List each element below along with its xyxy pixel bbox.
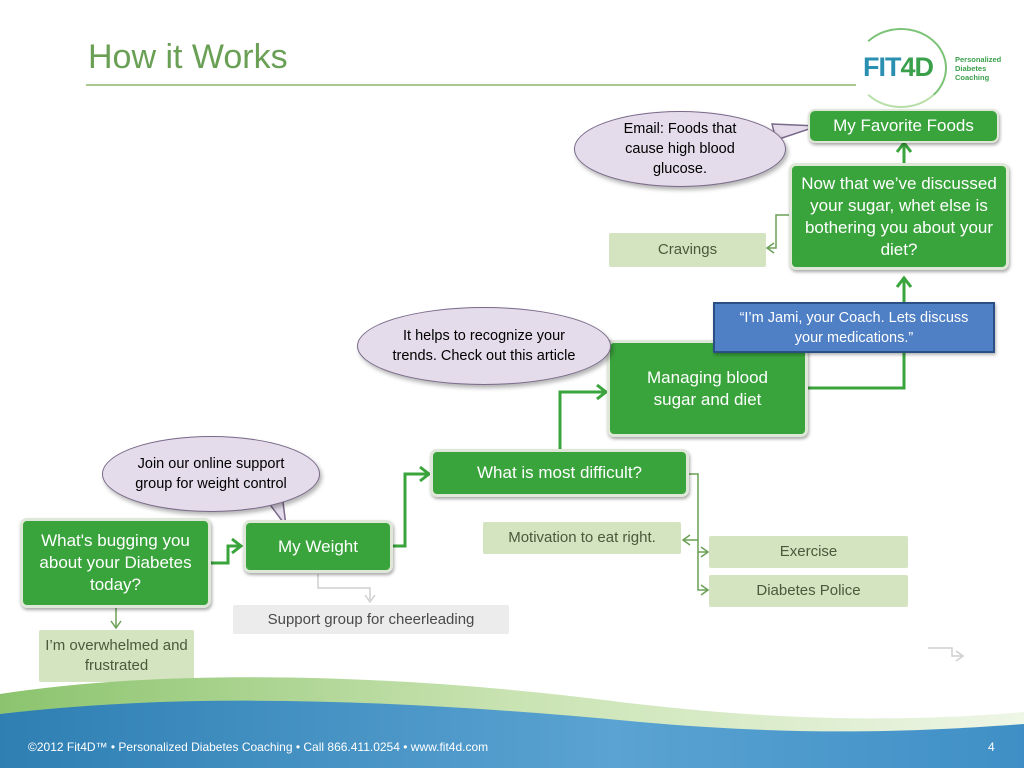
connector-difficult-to-motivation — [684, 473, 699, 541]
box-most-difficult: What is most difficult? — [430, 449, 689, 497]
option-exercise-label: Exercise — [779, 543, 838, 560]
box-my-weight-label: My Weight — [278, 536, 358, 556]
option-cravings: Cravings — [609, 233, 766, 267]
connector-bugging-to-weight — [209, 544, 240, 565]
box-whats-bugging-label: What's bugging you about your Diabetes t… — [39, 531, 192, 594]
logo-brand-main: FIT — [863, 52, 901, 82]
arrowhead-icon — [895, 275, 913, 288]
box-now-that-label: Now that we’ve discussed your sugar, whe… — [801, 173, 997, 259]
arrowhead-icon — [765, 242, 775, 254]
arrowhead-icon — [681, 534, 691, 546]
decorative-arrow-icon — [928, 647, 962, 657]
logo-brand-num: 4D — [900, 52, 935, 82]
arrowhead-icon — [110, 620, 122, 630]
box-managing: Managing blood sugar and diet — [607, 340, 808, 437]
page-number: 4 — [988, 740, 995, 754]
box-whats-bugging: What's bugging you about your Diabetes t… — [20, 518, 211, 608]
arrowhead-icon — [955, 650, 965, 662]
logo-tagline-line: Diabetes — [955, 64, 987, 73]
fit4d-logo: FIT4D Personalized Diabetes Coaching — [855, 28, 1005, 108]
bubble-join-group: Join our online support group for weight… — [102, 436, 320, 512]
logo-tagline: Personalized Diabetes Coaching — [955, 55, 1001, 82]
connector-weight-to-support — [317, 574, 371, 600]
title-underline — [86, 84, 856, 86]
box-managing-label: Managing blood sugar and diet — [647, 367, 768, 409]
arrowhead-icon — [231, 537, 244, 555]
arrowhead-icon — [364, 594, 376, 604]
coach-note: “I’m Jami, your Coach. Lets discuss your… — [713, 302, 995, 353]
connector-difficult-to-managing — [558, 390, 605, 450]
bubble-join-group-text: Join our online support group for weight… — [135, 456, 287, 492]
slide-title: How it Works — [88, 38, 288, 76]
arrowhead-icon — [700, 546, 710, 558]
box-now-that: Now that we’ve discussed your sugar, whe… — [789, 163, 1009, 270]
connector-difficult-to-police — [697, 552, 707, 591]
option-cravings-label: Cravings — [657, 241, 718, 258]
box-favorite-foods: My Favorite Foods — [808, 109, 999, 143]
option-overwhelmed: I’m overwhelmed and frustrated — [39, 630, 194, 682]
connector-now-to-cravings — [768, 214, 790, 249]
option-motivation-label: Motivation to eat right. — [508, 529, 656, 546]
arrowhead-icon — [700, 584, 710, 596]
bubble-email-text: Email: Foods that cause high blood gluco… — [623, 121, 737, 177]
logo-ring-icon — [855, 28, 947, 108]
option-motivation: Motivation to eat right. — [483, 522, 681, 554]
arrowhead-icon — [596, 383, 609, 401]
bubble-trends-text: It helps to recognize your trends. Check… — [392, 328, 576, 364]
option-exercise: Exercise — [709, 536, 908, 568]
box-most-difficult-label: What is most difficult? — [476, 463, 643, 482]
footer-wave — [0, 677, 1024, 768]
logo-tagline-line: Personalized — [955, 55, 1002, 64]
coach-note-text: “I’m Jami, your Coach. Lets discuss your… — [739, 309, 969, 346]
arrowhead-icon — [895, 140, 913, 153]
footer-text: ©2012 Fit4D™ • Personalized Diabetes Coa… — [28, 740, 489, 754]
connector-weight-to-difficult — [391, 472, 428, 548]
box-my-weight: My Weight — [243, 520, 393, 573]
bubble-trends: It helps to recognize your trends. Check… — [357, 307, 611, 385]
option-diabetes-police-label: Diabetes Police — [756, 582, 861, 599]
bubble-email: Email: Foods that cause high blood gluco… — [574, 111, 786, 187]
option-support-group-label: Support group for cheerleading — [267, 610, 475, 628]
arrowhead-icon — [419, 465, 432, 483]
option-diabetes-police: Diabetes Police — [709, 575, 908, 607]
logo-wordmark: FIT4D — [863, 52, 935, 83]
logo-tagline-line: Coaching — [955, 73, 990, 82]
box-favorite-foods-label: My Favorite Foods — [833, 116, 974, 135]
option-overwhelmed-label: I’m overwhelmed and frustrated — [45, 637, 188, 674]
option-support-group: Support group for cheerleading — [233, 605, 509, 634]
